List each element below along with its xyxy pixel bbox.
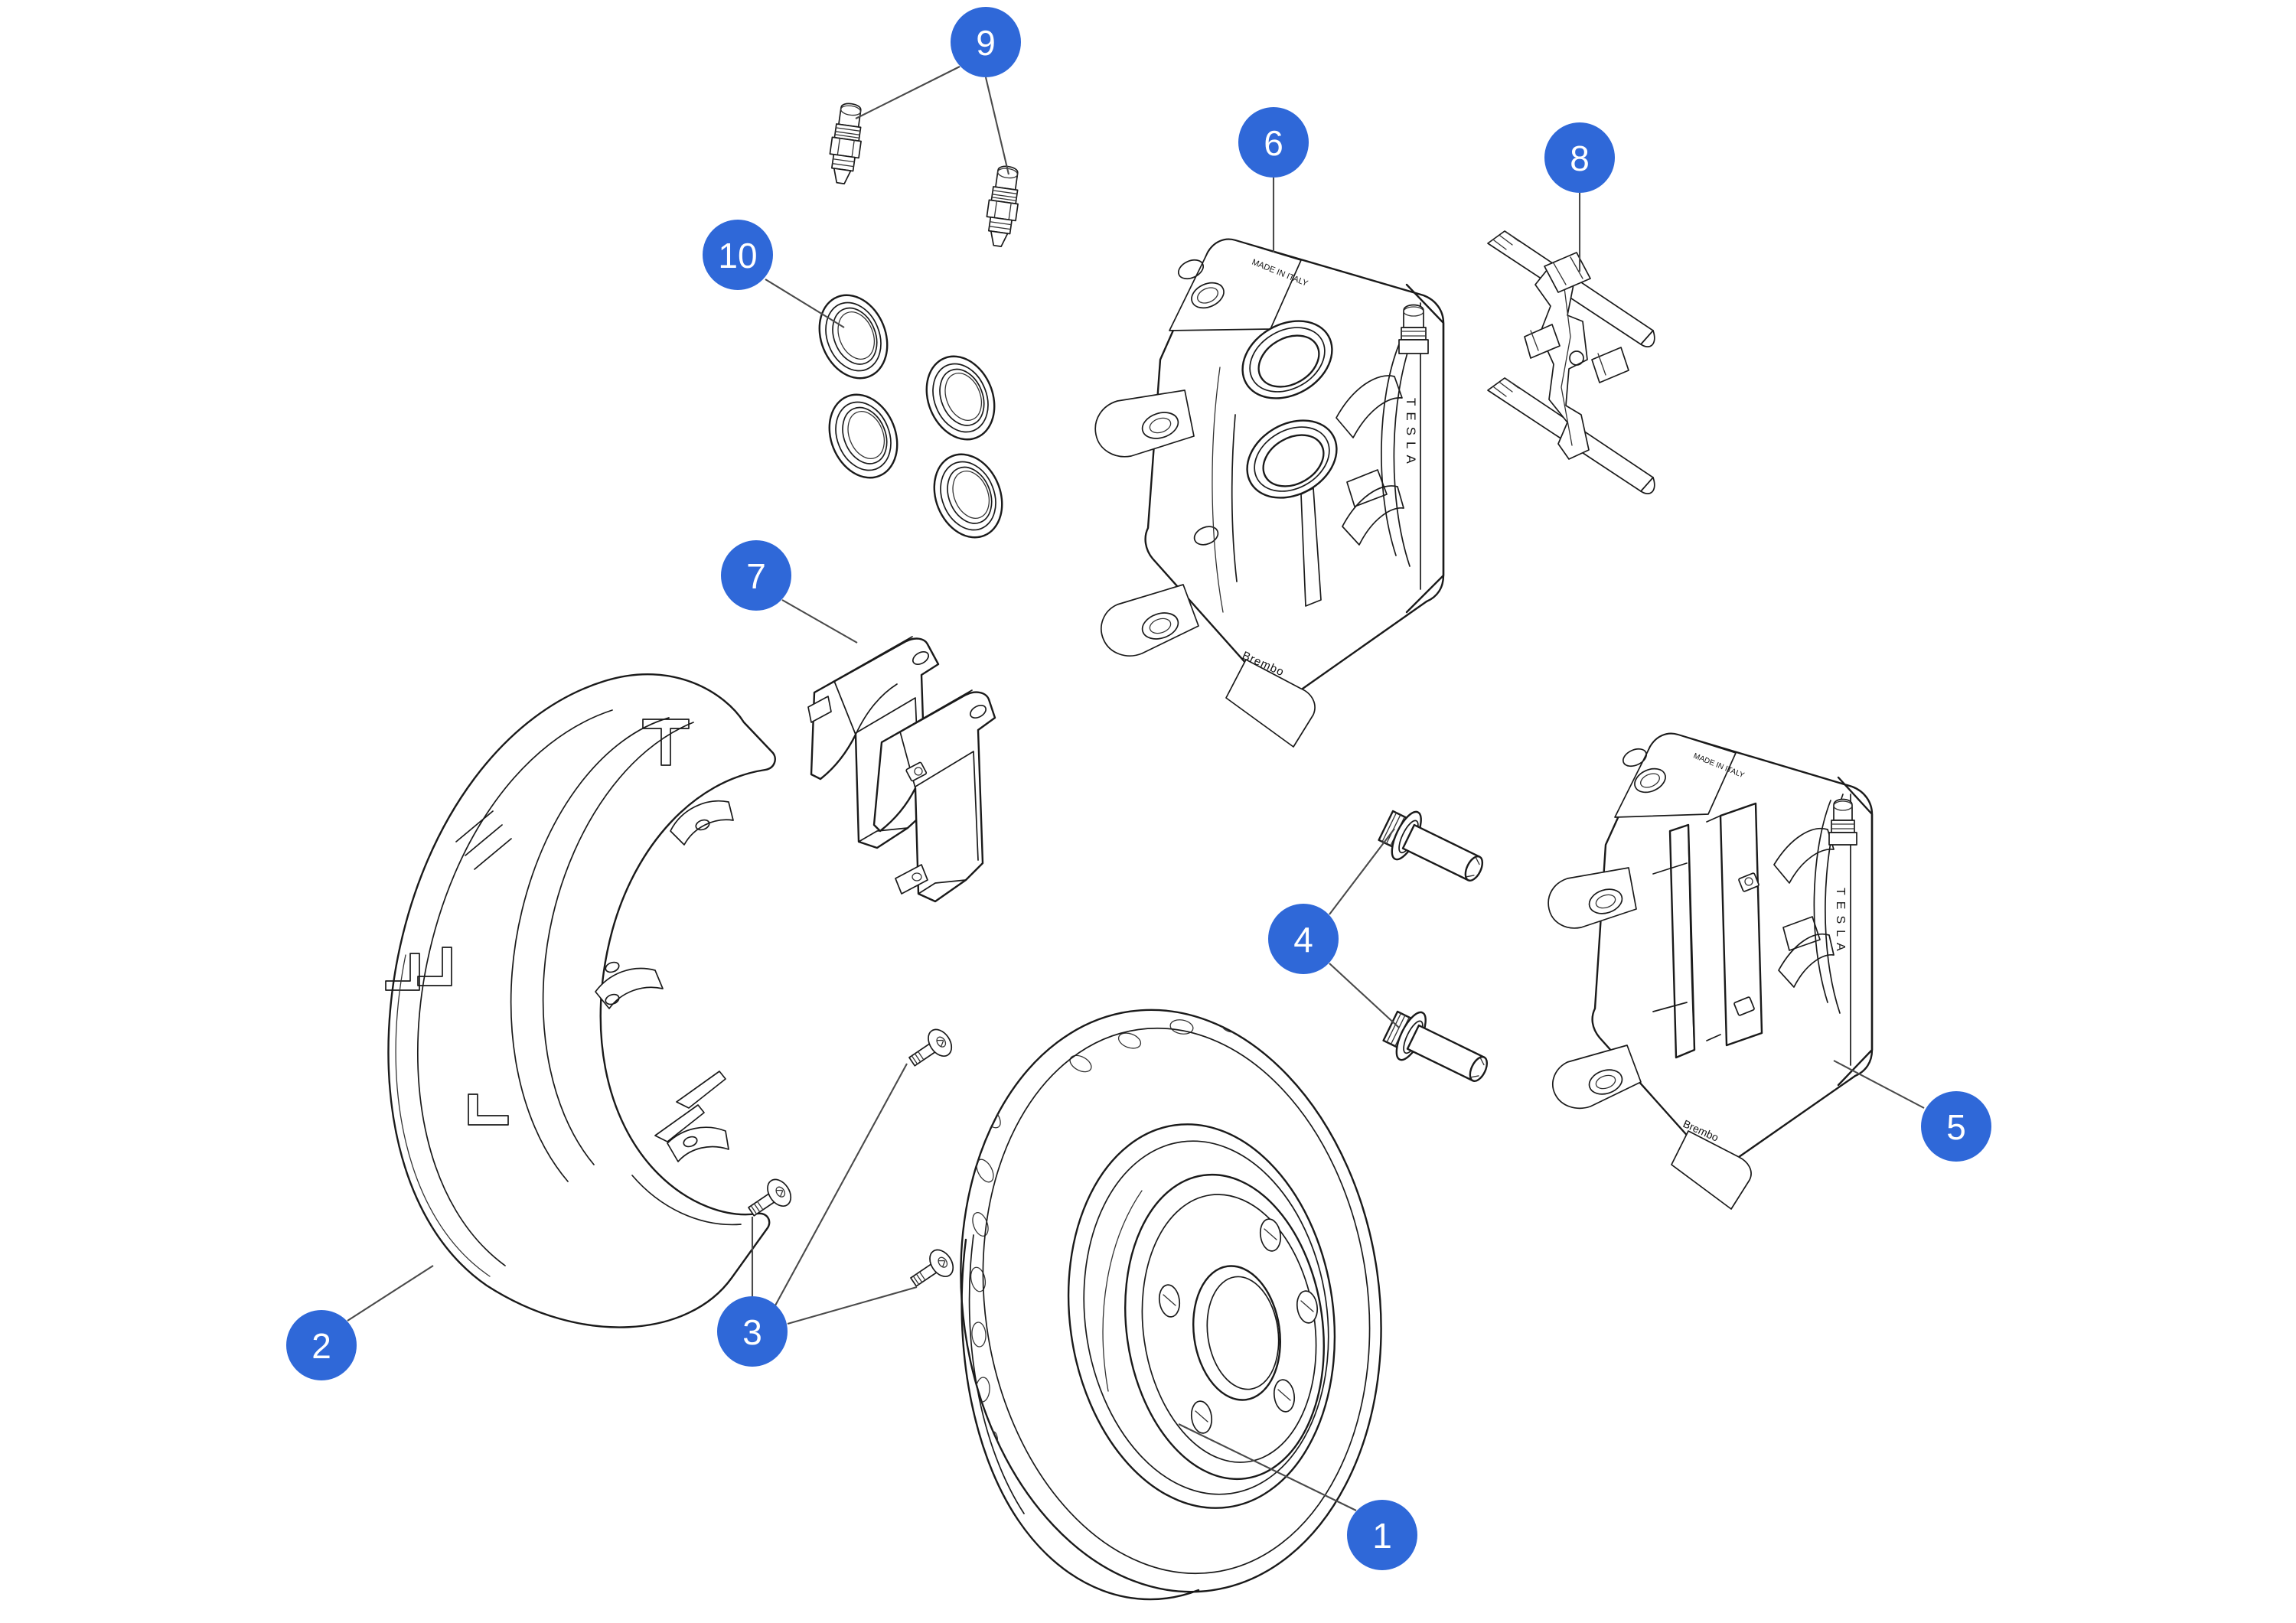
leader-line-1 (1178, 1423, 1357, 1511)
callout-bubbles: 1 2 3 4 5 6 7 8 9 10 (286, 7, 1991, 1570)
callout-circle-3[interactable] (717, 1296, 788, 1367)
callout-1[interactable]: 1 (1347, 1500, 1417, 1570)
callout-8[interactable]: 8 (1544, 122, 1615, 193)
part-caliper-bolt[interactable] (1375, 802, 1496, 1095)
callout-10[interactable]: 10 (703, 220, 773, 290)
callout-number-6: 6 (1264, 123, 1283, 163)
part-pad-retaining-hardware[interactable] (1487, 230, 1655, 494)
installed-brake-pads (1652, 802, 1763, 1059)
part-caliper-assembly[interactable]: TESLA MADE IN ITALY Brembo (1548, 732, 1874, 1210)
assembly-bleeder-nipple (1828, 798, 1857, 846)
callout-circle-2[interactable] (286, 1310, 357, 1380)
part-shield-screw[interactable] (743, 1025, 958, 1294)
callout-7[interactable]: 7 (721, 540, 791, 611)
part-piston-seal-kit[interactable] (807, 285, 1014, 547)
leader-line-10 (765, 279, 845, 328)
brake-pad-front (872, 689, 996, 903)
callout-number-9: 9 (976, 23, 996, 63)
part-brake-rotor[interactable] (924, 983, 1417, 1619)
callout-number-8: 8 (1570, 139, 1590, 178)
caliper-tesla-engraving: TESLA (1404, 398, 1418, 470)
callout-circle-8[interactable] (1544, 122, 1615, 193)
callout-circle-10[interactable] (703, 220, 773, 290)
leader-lines (347, 66, 1925, 1511)
svg-text:TESLA: TESLA (1834, 888, 1847, 957)
callout-circle-5[interactable] (1921, 1091, 1991, 1162)
shield-mount-ear (667, 1126, 729, 1162)
callout-number-3: 3 (742, 1312, 762, 1352)
leader-line-3 (775, 1063, 908, 1306)
part-dust-shield[interactable] (385, 673, 776, 1328)
callout-circle-9[interactable] (951, 7, 1021, 77)
part-caliper-body[interactable]: TESLA MADE IN ITALY Brembo (1094, 238, 1445, 748)
leader-line-4 (1329, 963, 1400, 1028)
leader-line-3 (787, 1286, 918, 1325)
callout-circle-4[interactable] (1268, 904, 1339, 974)
callout-circle-6[interactable] (1238, 107, 1309, 178)
tesla-wordmark: TESLA (1404, 398, 1418, 470)
caliper-bleeder-nipple (1398, 304, 1429, 354)
callout-9[interactable]: 9 (951, 7, 1021, 77)
callout-number-5: 5 (1946, 1107, 1966, 1147)
callout-number-7: 7 (746, 556, 766, 596)
callout-6[interactable]: 6 (1238, 107, 1309, 178)
part-bleeder-screw[interactable] (826, 102, 1022, 248)
callout-2[interactable]: 2 (286, 1310, 357, 1380)
callout-number-10: 10 (718, 236, 757, 275)
assembly-tesla-engraving: TESLA (1834, 888, 1847, 957)
caliper-piston-bores (1241, 320, 1338, 499)
leader-line-9 (984, 77, 1010, 175)
callout-number-4: 4 (1293, 920, 1313, 960)
leader-line-7 (781, 599, 858, 644)
leader-line-4 (1329, 828, 1395, 915)
leader-line-5 (1833, 1060, 1925, 1109)
shield-mount-ear (595, 961, 664, 1009)
rotor-lug-holes (1158, 1218, 1319, 1434)
leader-line-2 (347, 1265, 434, 1322)
callout-number-1: 1 (1372, 1516, 1392, 1556)
callout-5[interactable]: 5 (1921, 1091, 1991, 1162)
callout-4[interactable]: 4 (1268, 904, 1339, 974)
callout-circle-1[interactable] (1347, 1500, 1417, 1570)
callout-circle-7[interactable] (721, 540, 791, 611)
callout-number-2: 2 (311, 1326, 331, 1366)
shield-mount-ear (670, 800, 734, 846)
shield-emboss-ribs (385, 719, 726, 1142)
callout-3[interactable]: 3 (717, 1296, 788, 1367)
leader-line-9 (855, 66, 960, 119)
part-brake-pads[interactable] (807, 636, 996, 903)
